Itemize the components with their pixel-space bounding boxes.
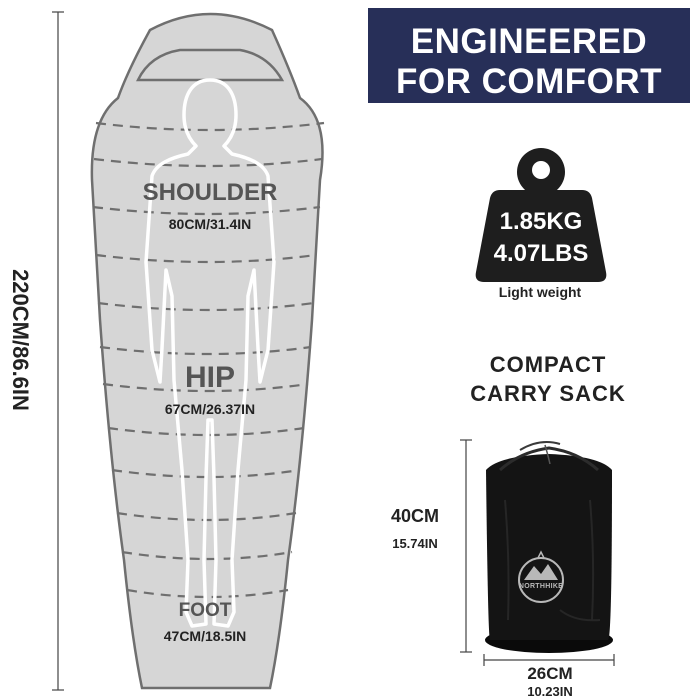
sack-title-line-2: CARRY SACK [470, 381, 626, 406]
weight-lbs: 4.07LBS [493, 240, 589, 267]
hip-label: HIP [184, 361, 235, 394]
sack-width-dimension-line [483, 654, 615, 666]
sack-height-dimension-line [460, 439, 472, 653]
sack-width-cm: 26CM [527, 664, 573, 683]
sleeping-bag-outline [90, 12, 324, 690]
human-silhouette [144, 78, 276, 628]
weight-caption: Light weight [498, 284, 582, 300]
banner-line-2: FOR COMFORT [395, 62, 663, 101]
engineered-for-comfort-banner: ENGINEERED FOR COMFORT [368, 8, 690, 103]
weight-kg: 1.85KG [499, 208, 583, 235]
hip-size: 67CM/26.37IN [164, 401, 256, 417]
banner-line-1: ENGINEERED [410, 22, 648, 61]
bag-length-label: 220CM/86.6IN [8, 269, 33, 411]
foot-size: 47CM/18.5IN [163, 628, 247, 644]
sack-height-in: 15.74IN [392, 536, 438, 551]
sack-title-line-1: COMPACT [489, 352, 607, 377]
foot-label: FOOT [178, 600, 232, 621]
brand-logo [518, 550, 564, 603]
brand-logo-text: NORTHHIKE [518, 583, 564, 590]
sack-width-in: 10.23IN [527, 684, 573, 699]
weight-icon [475, 148, 607, 282]
baffle-lines [92, 121, 325, 599]
sack-height-cm: 40CM [390, 506, 439, 526]
hood-opening [136, 48, 285, 82]
shoulder-label: SHOULDER [142, 179, 278, 206]
length-dimension-line [52, 11, 64, 691]
weight-value-box: 1.85KG 4.07LBS [478, 196, 604, 278]
carry-sack [485, 441, 613, 653]
shoulder-size: 80CM/31.4IN [168, 216, 252, 232]
